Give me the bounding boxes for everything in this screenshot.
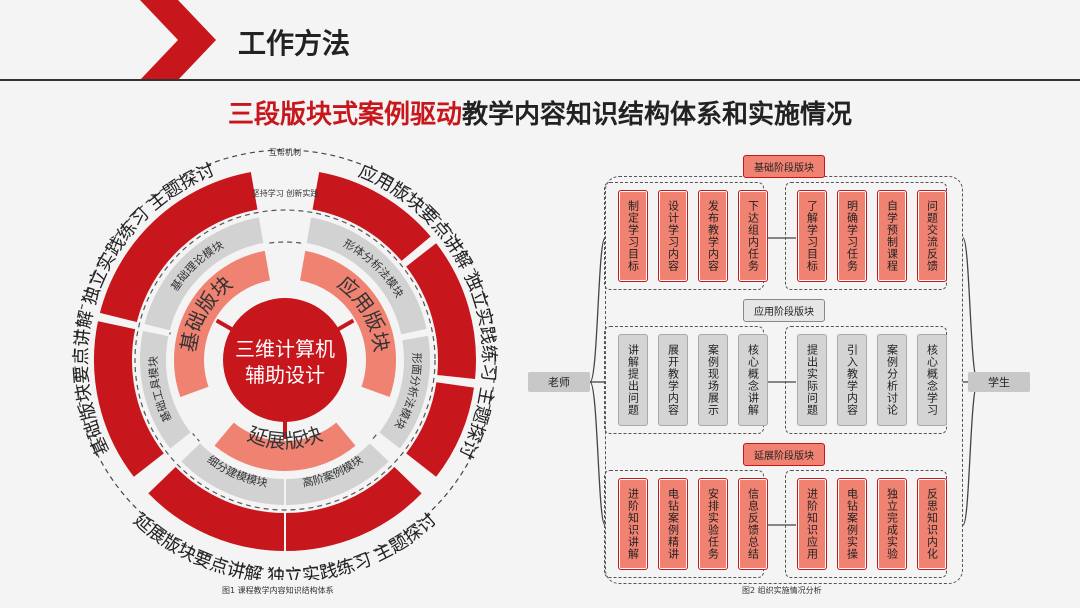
subtitle-highlight: 三段版块式案例驱动 <box>227 100 462 130</box>
module-segment <box>376 333 432 452</box>
activity-cell: 提出实际问题 <box>797 334 827 426</box>
header-chevron-decoration <box>140 0 216 80</box>
module-segment <box>304 215 429 337</box>
activity-cell: 独立完成实验 <box>877 478 907 570</box>
slide-subtitle: 三段版块式案例驱动教学内容知识结构体系和实施情况 <box>0 94 1080 131</box>
outer-red-segment <box>403 380 477 480</box>
activity-cell: 了解学习目标 <box>797 190 827 282</box>
activity-cell: 进阶知识应用 <box>797 478 827 570</box>
block-segment <box>172 248 273 400</box>
outer-red-segment <box>403 240 478 382</box>
activity-cell: 核心概念讲解 <box>738 334 768 426</box>
center-label: 辅助设计 <box>245 363 325 387</box>
center-circle <box>223 298 347 422</box>
outer-red-segment <box>145 464 286 554</box>
group-title: 应用阶段版块 <box>743 299 825 322</box>
block-segment <box>297 248 398 400</box>
figure1-caption: 图1 课程教学内容知识结构体系 <box>222 586 334 595</box>
activity-cell: 反思知识内化 <box>917 478 947 570</box>
block-segment <box>211 419 359 473</box>
teacher-node: 老师 <box>528 372 590 392</box>
module-segment <box>178 440 286 508</box>
activity-cell: 设计学习内容 <box>658 190 688 282</box>
activity-cell: 发布教学内容 <box>698 190 728 282</box>
group-title: 延展阶段版块 <box>743 443 825 466</box>
activity-cell: 下达组内任务 <box>738 190 768 282</box>
activity-cell: 电钻案例精讲 <box>658 478 688 570</box>
outer-red-segment <box>97 169 260 325</box>
subtitle-rest: 教学内容知识结构体系和实施情况 <box>462 100 853 130</box>
activity-cell: 明确学习任务 <box>837 190 867 282</box>
activity-cell: 制定学习目标 <box>618 190 648 282</box>
page-title: 工作方法 <box>238 27 351 60</box>
dashed-ring <box>74 149 496 571</box>
knowledge-structure-diagram: 三维计算机辅助设计基础版块应用版块延展版块基础工具模块基础理论模块形体分析法模块… <box>71 147 499 580</box>
activity-cell: 核心概念学习 <box>917 334 947 426</box>
activity-cell: 案例分析讨论 <box>877 334 907 426</box>
activity-cell: 引入教学内容 <box>837 334 867 426</box>
header-divider <box>0 79 1080 81</box>
figure2-caption: 图2 组织实施情况分析 <box>742 586 822 595</box>
activity-cell: 进阶知识讲解 <box>618 478 648 570</box>
activity-cell: 讲解提出问题 <box>618 334 648 426</box>
activity-cell: 安排实验任务 <box>698 478 728 570</box>
student-node: 学生 <box>968 372 1030 392</box>
small-label-inner: 坚持学习 创新实践 <box>252 188 319 198</box>
activity-cell: 展开教学内容 <box>658 334 688 426</box>
group-title: 基础阶段版块 <box>743 155 825 178</box>
activity-cell: 电钻案例实操 <box>837 478 867 570</box>
dashed-ring <box>134 209 436 511</box>
activity-cell: 案例现场展示 <box>698 334 728 426</box>
outer-red-segment <box>310 169 434 264</box>
activity-cell: 问题交流反馈 <box>917 190 947 282</box>
small-label-top: 互帮机制 <box>269 147 301 157</box>
module-segment <box>142 215 266 333</box>
module-segment <box>138 328 194 452</box>
activity-cell: 信息反馈总结 <box>738 478 768 570</box>
flow-connectors <box>589 237 979 526</box>
center-label: 三维计算机 <box>235 337 335 361</box>
outer-red-segment <box>92 318 167 480</box>
activity-cell: 自学预制课程 <box>877 190 907 282</box>
